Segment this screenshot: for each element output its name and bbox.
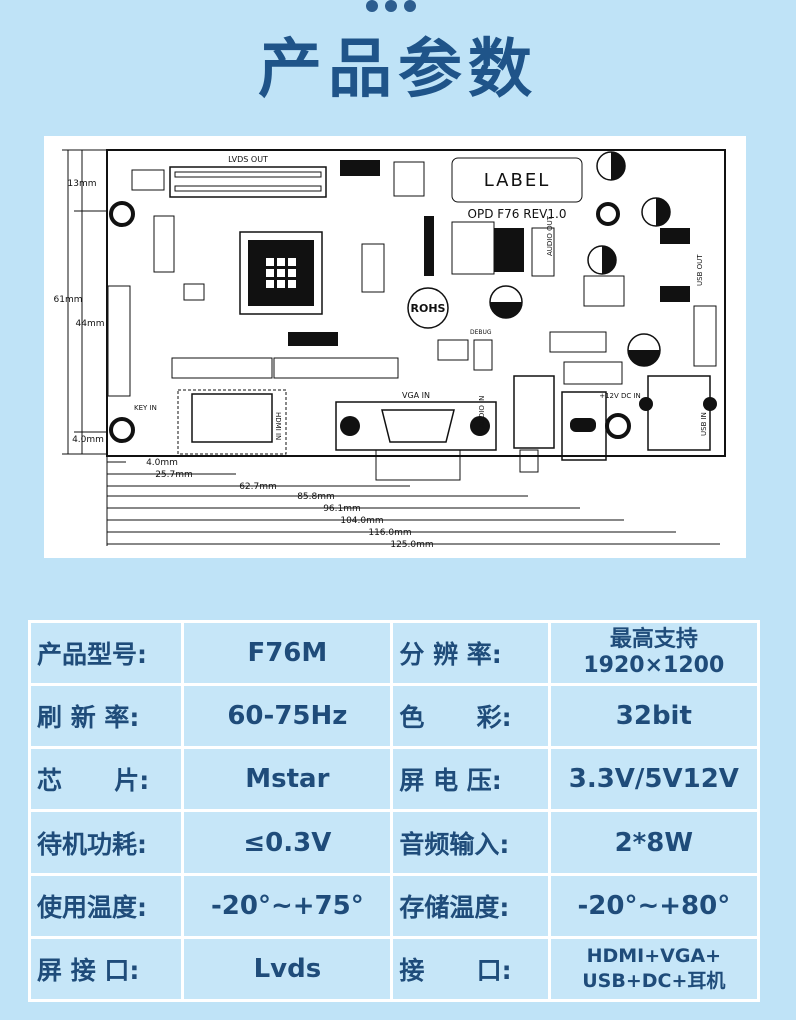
dim-96-1mm: 96.1mm — [323, 504, 361, 514]
spec-value: -20°~+75° — [181, 872, 394, 939]
dim-61mm: 61mm — [54, 295, 83, 305]
dim-44mm: 44mm — [76, 319, 105, 329]
key-in-label: KEY IN — [134, 404, 157, 412]
spec-label: 屏 电 压: — [390, 746, 551, 813]
spec-label: 音频输入: — [390, 809, 551, 876]
vga-screw — [340, 416, 360, 436]
dot — [366, 0, 378, 12]
dot — [404, 0, 416, 12]
dc-in-connector — [561, 391, 607, 461]
spec-label: 待机功耗: — [27, 809, 185, 876]
vga-body — [375, 449, 461, 481]
spec-value: ≤0.3V — [181, 809, 394, 876]
spec-value: 3.3V/5V12V — [547, 746, 761, 813]
spec-table: 产品型号: F76M 分 辨 率: 最高支持 1920×1200 刷 新 率: … — [27, 619, 761, 1003]
rohs-text: ROHS — [411, 302, 446, 315]
spec-label: 使用温度: — [27, 872, 185, 939]
usb-screw — [639, 397, 653, 411]
dim-62-7mm: 62.7mm — [239, 482, 277, 492]
rohs-mark — [407, 287, 449, 329]
audio-in-connector — [513, 375, 555, 449]
usb-screw — [703, 397, 717, 411]
lvds-pins — [174, 171, 322, 192]
dim-4mm-horizontal: 4.0mm — [146, 458, 178, 468]
debug-label: DEBUG — [470, 329, 492, 336]
spec-row: 刷 新 率: 60-75Hz 色 彩: 32bit — [27, 683, 761, 750]
spec-label: 分 辨 率: — [390, 619, 551, 687]
page-title: 产品参数 — [258, 33, 538, 107]
spec-value: 最高支持 1920×1200 — [547, 619, 761, 687]
dim-25-7mm: 25.7mm — [155, 470, 193, 480]
spec-row: 屏 接 口: Lvds 接 口: HDMI+VGA+ USB+DC+耳机 — [27, 935, 761, 1003]
spec-row: 芯 片: Mstar 屏 电 压: 3.3V/5V12V — [27, 746, 761, 813]
spec-label: 接 口: — [390, 935, 551, 1003]
spec-label: 刷 新 率: — [27, 683, 185, 750]
usb-in-label: USB IN — [700, 412, 708, 436]
dim-116mm: 116.0mm — [368, 528, 411, 538]
dim-125mm: 125.0mm — [390, 540, 433, 550]
hdmi-in-connector — [177, 389, 287, 455]
spec-label: 屏 接 口: — [27, 935, 185, 1003]
usb-out-label: USB OUT — [696, 254, 704, 286]
hdmi-in-label: HDMI IN — [274, 412, 282, 440]
spec-label: 芯 片: — [27, 746, 185, 813]
dim-85-8mm: 85.8mm — [297, 492, 335, 502]
spec-value-line: USB+DC+耳机 — [582, 969, 726, 992]
spec-label: 产品型号: — [27, 619, 185, 687]
hdmi-port — [191, 393, 273, 443]
vga-screw — [470, 416, 490, 436]
spec-value: Lvds — [181, 935, 394, 1003]
capacitors — [489, 151, 671, 367]
chip-grid — [266, 258, 296, 288]
audio-jack — [519, 449, 539, 473]
spec-value: HDMI+VGA+ USB+DC+耳机 — [547, 935, 761, 1003]
spec-value-line: HDMI+VGA+ — [586, 944, 722, 967]
dc-jack — [570, 418, 596, 432]
horizontal-dimension-lines — [106, 452, 720, 546]
lvds-out-label: LVDS OUT — [228, 155, 268, 164]
spec-label: 色 彩: — [390, 683, 551, 750]
spec-label: 存储温度: — [390, 872, 551, 939]
vga-port — [381, 409, 455, 443]
board-drawing: 13mm 61mm 44mm 4.0mm LVDS OUT LABEL OPD … — [54, 149, 726, 550]
spec-row: 待机功耗: ≤0.3V 音频输入: 2*8W — [27, 809, 761, 876]
spec-row: 使用温度: -20°~+75° 存储温度: -20°~+80° — [27, 872, 761, 939]
spec-value: 60-75Hz — [181, 683, 394, 750]
spec-value: F76M — [181, 619, 394, 687]
dc-in-label: +12V DC IN — [599, 392, 641, 400]
mount-hole — [109, 417, 135, 443]
dim-104mm: 104.0mm — [340, 516, 383, 526]
dim-13mm: 13mm — [68, 179, 97, 189]
spec-value: 32bit — [547, 683, 761, 750]
label-box — [451, 157, 583, 203]
spec-value: 2*8W — [547, 809, 761, 876]
vertical-dimension-lines — [62, 149, 106, 455]
dot — [385, 0, 397, 12]
lvds-out-connector — [169, 166, 327, 198]
dim-4mm-vertical: 4.0mm — [72, 435, 104, 445]
board-model: OPD F76 REV1.0 — [468, 207, 567, 221]
board-diagram: 13mm 61mm 44mm 4.0mm LVDS OUT LABEL OPD … — [44, 136, 746, 558]
spec-value-line: 最高支持 — [609, 627, 698, 653]
board-outline — [106, 149, 726, 457]
decorative-dots — [366, 0, 416, 12]
spec-row: 产品型号: F76M 分 辨 率: 最高支持 1920×1200 — [27, 619, 761, 687]
label-text: LABEL — [484, 170, 551, 191]
spec-value: Mstar — [181, 746, 394, 813]
spec-value-line: 1920×1200 — [583, 653, 725, 679]
mount-hole — [109, 201, 135, 227]
audio-out-label: AUDIO OUT — [546, 215, 554, 256]
audio-in-label: AUDIO IN — [478, 396, 486, 428]
mount-hole — [596, 202, 620, 226]
mount-hole — [605, 413, 631, 439]
vga-in-label: VGA IN — [402, 391, 430, 400]
small-components — [107, 160, 717, 397]
usb-in-connector — [647, 375, 711, 451]
spec-value: -20°~+80° — [547, 872, 761, 939]
